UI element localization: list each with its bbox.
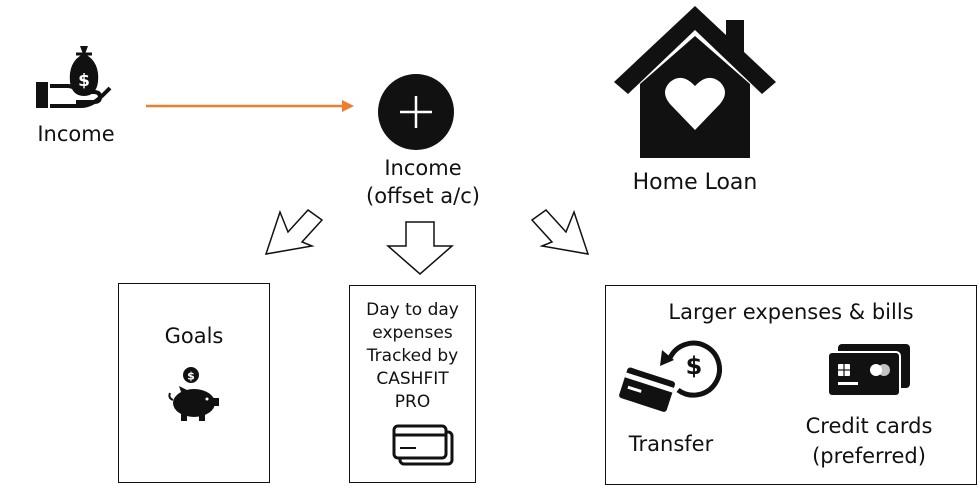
day-to-day-line-5: PRO — [394, 392, 431, 412]
offset-account-label-line1: Income — [384, 156, 462, 180]
goals-title: Goals — [164, 324, 224, 348]
larger-expenses-box: Larger expenses & bills $ Transfer Credi… — [605, 285, 977, 485]
credit-cards-label-line2: (preferred) — [812, 444, 926, 468]
svg-text:$: $ — [686, 352, 703, 380]
money-bag-hand-icon: $ — [36, 46, 112, 108]
cards-icon — [392, 424, 454, 466]
house-heart-icon — [614, 6, 776, 158]
day-to-day-line-4: CASHFIT — [376, 369, 449, 389]
day-to-day-box: Day to day expenses Tracked by CASHFIT P… — [349, 285, 476, 483]
down-right-arrow — [530, 209, 590, 255]
piggy-bank-icon: $ — [168, 367, 219, 421]
day-to-day-line-2: expenses — [372, 323, 453, 343]
income-to-offset-arrow — [146, 100, 354, 112]
transfer-label: Transfer — [628, 432, 714, 456]
transfer-icon: $ — [619, 340, 722, 412]
day-to-day-line-3: Tracked by — [366, 346, 459, 366]
svg-text:$: $ — [78, 71, 90, 91]
plus-circle-icon — [378, 74, 454, 150]
income-label: Income — [37, 122, 115, 146]
down-left-arrow — [264, 209, 324, 255]
larger-expenses-title: Larger expenses & bills — [668, 300, 914, 324]
home-loan-label: Home Loan — [632, 170, 758, 195]
day-to-day-line-1: Day to day — [366, 300, 459, 320]
credit-cards-icon — [827, 344, 910, 397]
credit-cards-label-line1: Credit cards — [805, 414, 933, 438]
down-arrow — [386, 221, 454, 275]
goals-box: Goals $ — [118, 283, 270, 483]
svg-text:$: $ — [187, 370, 195, 383]
offset-account-label-line2: (offset a/c) — [366, 184, 480, 208]
